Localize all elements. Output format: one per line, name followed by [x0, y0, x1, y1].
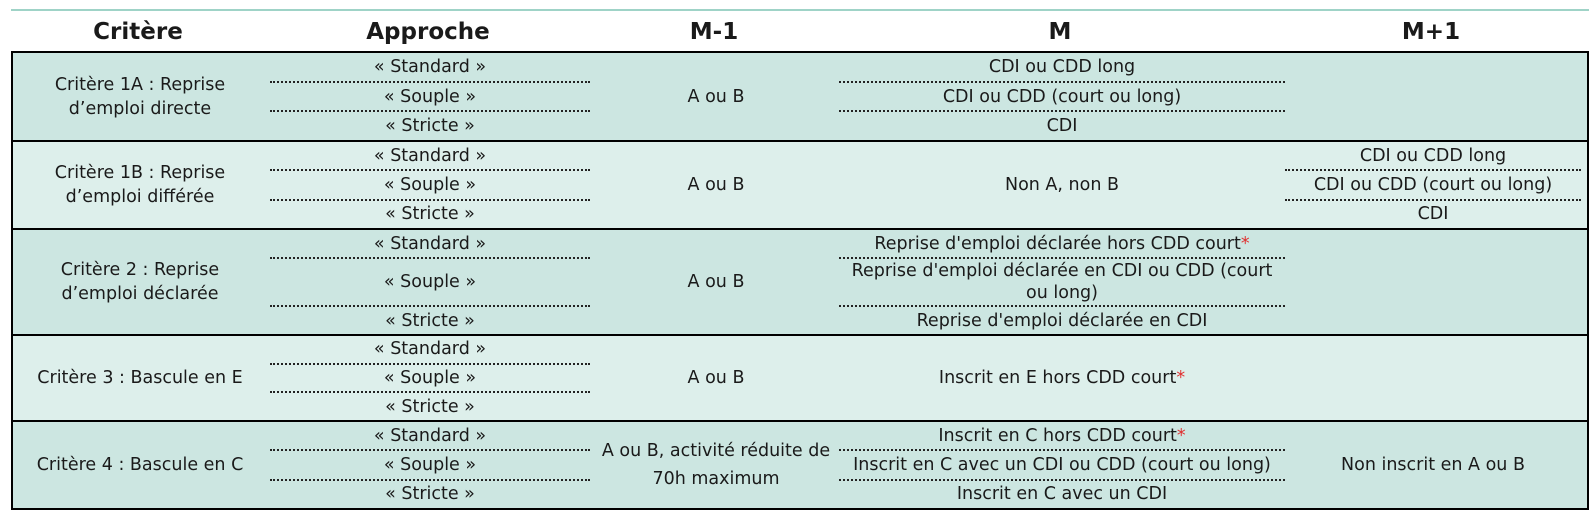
m-stricte: CDI — [839, 110, 1285, 140]
critere-cell: Critère 1B : Reprise d’emploi différée — [54, 163, 226, 207]
mp1-souple: CDI ou CDD (court ou long) — [1285, 169, 1581, 198]
m-souple: Inscrit en C avec un CDI ou CDD (court o… — [839, 449, 1285, 478]
header-approche: Approche — [366, 19, 490, 45]
m-standard: Inscrit en C hors CDD court* — [938, 425, 1186, 446]
approche-cell: « Standard » « Souple » « Stricte » — [267, 142, 593, 228]
footnote-star: * — [1176, 368, 1186, 388]
m-cell: Reprise d'emploi déclarée hors CDD court… — [839, 230, 1285, 334]
m-stricte: Reprise d'emploi déclarée en CDI — [839, 304, 1285, 334]
approche-stricte: « Stricte » — [270, 304, 590, 334]
approche-souple: « Souple » — [270, 257, 590, 305]
m-minus-1-cell: A ou B — [687, 368, 745, 388]
header-m-minus-1: M-1 — [689, 19, 739, 45]
approche-standard: « Standard » — [373, 339, 487, 360]
mp1-standard: CDI ou CDD long — [1359, 145, 1507, 166]
approche-standard: « Standard » — [373, 233, 487, 254]
m-standard: CDI ou CDD long — [988, 56, 1136, 77]
m-stricte: Inscrit en C avec un CDI — [839, 478, 1285, 508]
table-row-1b: Critère 1B : Reprise d’emploi différée «… — [13, 140, 1587, 228]
approche-souple: « Souple » — [270, 362, 590, 392]
table-row-3: Critère 3 : Bascule en E « Standard » « … — [13, 334, 1587, 420]
header-m: M — [1048, 19, 1072, 45]
m-plus-1-cell — [1285, 53, 1581, 140]
footnote-star: * — [1240, 233, 1250, 254]
approche-cell: « Standard » « Souple » « Stricte » — [267, 53, 593, 140]
approche-stricte: « Stricte » — [270, 391, 590, 420]
approche-souple: « Souple » — [270, 80, 590, 111]
table-row-4: Critère 4 : Bascule en C « Standard » « … — [13, 420, 1587, 508]
m-cell: Non A, non B — [1004, 175, 1119, 195]
critere-cell: Critère 3 : Bascule en E — [37, 368, 243, 388]
mp1-stricte: CDI — [1285, 198, 1581, 228]
m-plus-1-cell: CDI ou CDD long CDI ou CDD (court ou lon… — [1285, 142, 1581, 228]
approche-stricte: « Stricte » — [270, 110, 590, 140]
header-critere: Critère — [93, 19, 183, 45]
criteria-table: Critère 1A : Reprise d’emploi directe « … — [11, 51, 1589, 510]
approche-souple: « Souple » — [270, 449, 590, 478]
approche-standard: « Standard » — [373, 425, 487, 446]
approche-stricte: « Stricte » — [270, 198, 590, 228]
approche-cell: « Standard » « Souple » « Stricte » — [267, 422, 593, 508]
footnote-star: * — [1176, 425, 1186, 446]
approche-standard: « Standard » — [373, 56, 487, 77]
m-standard: Reprise d'emploi déclarée hors CDD court… — [874, 233, 1250, 254]
m-cell: Inscrit en E hors CDD court* — [938, 368, 1186, 388]
m-cell: Inscrit en C hors CDD court* Inscrit en … — [839, 422, 1285, 508]
m-cell: CDI ou CDD long CDI ou CDD (court ou lon… — [839, 53, 1285, 140]
table-header: Critère Approche M-1 M M+1 — [11, 14, 1589, 50]
approche-standard: « Standard » — [373, 145, 487, 166]
m-souple: Reprise d'emploi déclarée en CDI ou CDD … — [839, 257, 1285, 305]
critere-cell: Critère 4 : Bascule en C — [36, 455, 244, 475]
approche-souple: « Souple » — [270, 169, 590, 198]
critere-cell: Critère 2 : Reprise d’emploi déclarée — [60, 260, 220, 304]
m-plus-1-cell — [1285, 230, 1581, 334]
m-minus-1-cell: A ou B — [687, 86, 745, 107]
header-m-plus-1: M+1 — [1401, 19, 1461, 45]
table-row-2: Critère 2 : Reprise d’emploi déclarée « … — [13, 228, 1587, 334]
table-row-1a: Critère 1A : Reprise d’emploi directe « … — [13, 53, 1587, 140]
critere-cell: Critère 1A : Reprise d’emploi directe — [54, 74, 226, 119]
approche-stricte: « Stricte » — [270, 478, 590, 508]
m-minus-1-cell: A ou B, activité réduite de 70h maximum — [601, 441, 831, 489]
m-plus-1-cell — [1285, 336, 1581, 420]
top-rule — [11, 9, 1589, 11]
m-plus-1-cell: Non inscrit en A ou B — [1341, 455, 1525, 475]
m-minus-1-cell: A ou B — [687, 175, 745, 195]
approche-cell: « Standard » « Souple » « Stricte » — [267, 336, 593, 420]
approche-cell: « Standard » « Souple » « Stricte » — [267, 230, 593, 334]
m-souple: CDI ou CDD (court ou long) — [839, 80, 1285, 111]
m-minus-1-cell: A ou B — [687, 272, 745, 292]
